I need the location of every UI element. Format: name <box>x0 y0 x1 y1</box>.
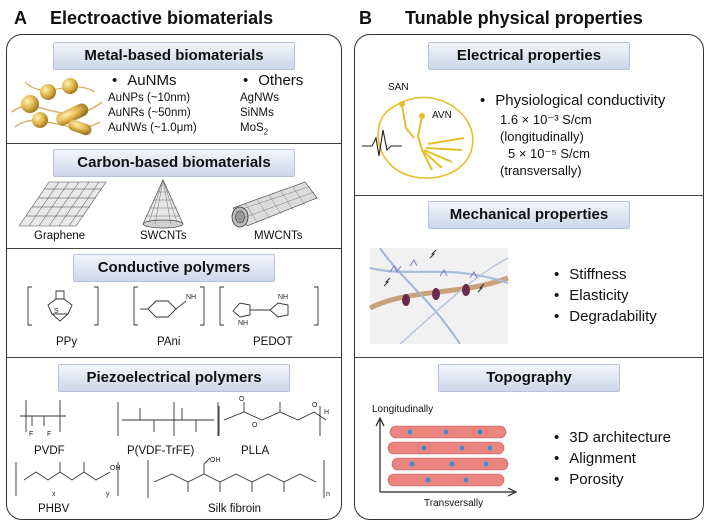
conductive-label: PEDOT <box>253 336 293 348</box>
piezo-label: P(VDF-TrFE) <box>127 445 195 457</box>
panel-b-title: Tunable physical properties <box>405 8 643 28</box>
mechanical-bullet: Degradability <box>554 308 657 325</box>
atom-label: O <box>252 422 258 429</box>
aunms-item: AuNRs (~50nm) <box>108 107 191 119</box>
atom-label: H <box>324 409 329 416</box>
san-label: SAN <box>388 82 409 93</box>
avn-label: AVN <box>432 110 452 121</box>
topography-bullet: Alignment <box>554 450 636 467</box>
piezo-structures-bottom: x y OH OH n <box>15 457 330 498</box>
panel-b-letter: B <box>359 8 372 28</box>
atom-label: OH <box>210 457 221 464</box>
divider <box>355 357 703 358</box>
panel-a-letter: A <box>14 8 27 28</box>
atom-label: NH <box>186 294 196 301</box>
panel-a-title: Electroactive biomaterials <box>50 8 274 28</box>
conductivity-value: 1.6 × 10⁻³ S/cm <box>500 112 592 127</box>
swcnt-illustration <box>142 179 184 229</box>
mos2-label: MoS2 <box>240 122 269 137</box>
atom-label: F <box>29 431 33 438</box>
carbon-header: Carbon-based biomaterials <box>53 149 295 177</box>
metal-header: Metal-based biomaterials <box>53 42 295 70</box>
piezo-label: PHBV <box>38 503 70 515</box>
electrical-header: Electrical properties <box>428 42 630 70</box>
conductivity-direction: (longitudinally) <box>500 129 584 144</box>
conductivity-bullet: Physiological conductivity <box>480 92 665 109</box>
gold-nanomaterials-illustration <box>11 78 103 136</box>
piezo-structures-top: F F O O O H <box>20 396 329 438</box>
others-item: SiNMs <box>240 107 274 119</box>
atom-label: S <box>54 308 59 315</box>
conductivity-value: 5 × 10⁻⁵ S/cm <box>508 146 590 161</box>
axis-label-longitudinal: Longitudinally <box>372 404 434 415</box>
carbon-label: Graphene <box>34 230 86 242</box>
mechanical-bullet: Elasticity <box>554 287 628 304</box>
piezo-label: Silk fibroin <box>208 503 262 515</box>
topography-bullet: 3D architecture <box>554 429 671 446</box>
atom-label: NH <box>278 294 288 301</box>
aunms-label: AuNMs <box>112 72 176 89</box>
heart-conduction-illustration <box>362 96 474 179</box>
others-item: AgNWs <box>240 92 279 104</box>
carbon-label: MWCNTs <box>254 230 303 242</box>
topography-bullet: Porosity <box>554 471 623 488</box>
axis-label-transversal: Transversally <box>424 498 484 509</box>
atom-label: n <box>326 491 330 498</box>
atom-label: O <box>312 402 318 409</box>
conductive-structures: S NH NH NH <box>27 286 319 327</box>
conductive-header: Conductive polymers <box>73 254 275 282</box>
extracellular-matrix-illustration <box>368 247 509 345</box>
atom-label: O <box>239 396 245 403</box>
aunms-item: AuNWs (~1.0μm) <box>108 122 197 134</box>
mwcnt-illustration <box>231 181 318 228</box>
topography-header: Topography <box>438 364 620 392</box>
atom-label: x <box>52 491 56 498</box>
atom-label: F <box>47 431 51 438</box>
aunms-item: AuNPs (~10nm) <box>108 92 191 104</box>
piezo-label: PLLA <box>241 445 270 457</box>
graphene-illustration <box>18 181 107 227</box>
divider <box>7 357 341 358</box>
mechanical-header: Mechanical properties <box>428 201 630 229</box>
carbon-label: SWCNTs <box>140 230 187 242</box>
piezo-header: Piezoelectrical polymers <box>58 364 290 392</box>
divider <box>7 248 341 249</box>
atom-label: OH <box>110 465 121 472</box>
aligned-fibers-illustration <box>375 416 518 497</box>
conductivity-direction: (transversally) <box>500 163 582 178</box>
mechanical-bullet: Stiffness <box>554 266 626 283</box>
piezo-label: PVDF <box>34 445 65 457</box>
conductive-label: PPy <box>56 336 78 348</box>
divider <box>7 143 341 144</box>
atom-label: y <box>106 491 110 498</box>
divider <box>355 195 703 196</box>
others-label: Others <box>243 72 303 89</box>
atom-label: NH <box>238 320 248 327</box>
conductive-label: PAni <box>157 336 181 348</box>
